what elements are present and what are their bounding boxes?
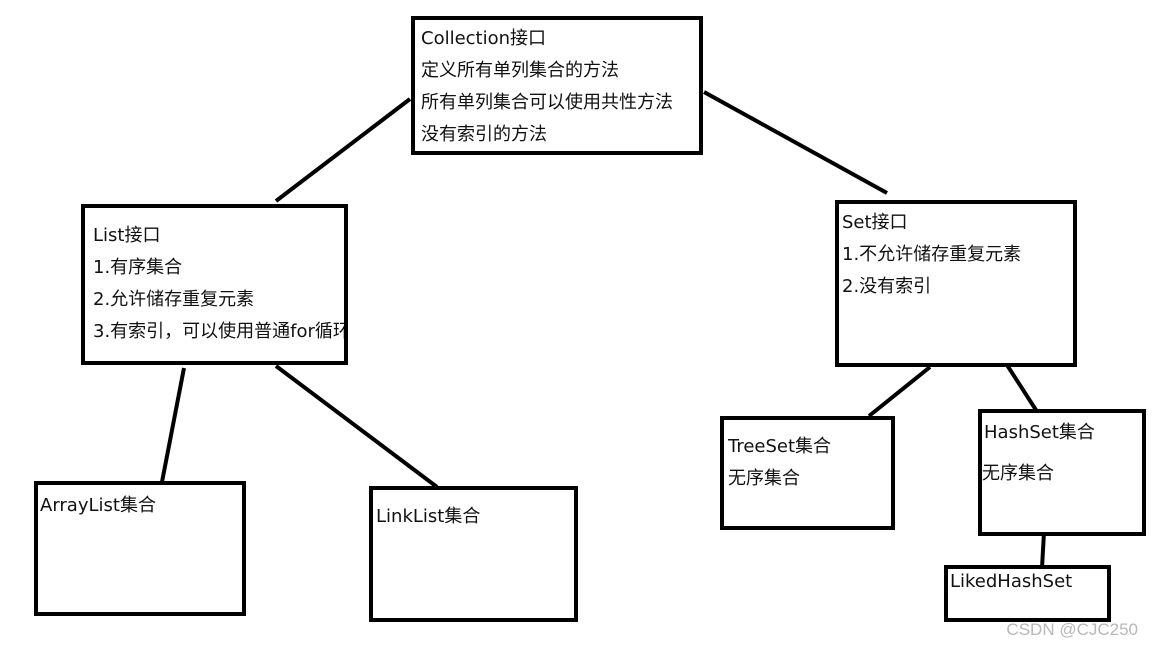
arraylist-title: ArrayList集合 — [40, 495, 156, 516]
list-title: List接口 — [93, 225, 161, 246]
list-line-2: 2.允许储存重复元素 — [93, 289, 255, 310]
collection-title: Collection接口 — [421, 28, 547, 49]
csdn-watermark: CSDN @CJC250 — [1006, 620, 1138, 639]
likedhashset-title: LikedHashSet — [950, 571, 1073, 592]
set-interface-box: Set接口 1.不允许储存重复元素 2.没有索引 — [835, 200, 1077, 367]
set-title: Set接口 — [842, 212, 908, 233]
set-line-2: 2.没有索引 — [842, 276, 932, 297]
list-line-1: 1.有序集合 — [93, 257, 183, 278]
linklist-box: LinkList集合 — [369, 486, 578, 622]
collection-interface-box: Collection接口 定义所有单列集合的方法 所有单列集合可以使用共性方法 … — [411, 16, 703, 155]
collection-line-3: 没有索引的方法 — [421, 124, 547, 145]
edge-collection-set — [703, 90, 888, 195]
likedhashset-box: LikedHashSet — [944, 565, 1111, 622]
collection-line-1: 定义所有单列集合的方法 — [421, 60, 619, 81]
hashset-line-1: 无序集合 — [982, 463, 1054, 484]
linklist-title: LinkList集合 — [376, 506, 481, 527]
edge-hashset-likedhashset — [1040, 531, 1046, 569]
arraylist-box: ArrayList集合 — [34, 481, 246, 616]
edge-collection-list — [274, 97, 412, 203]
treeset-line-1: 无序集合 — [728, 468, 800, 489]
treeset-box: TreeSet集合 无序集合 — [720, 416, 895, 530]
edge-set-hashset — [1005, 363, 1038, 412]
hashset-box: HashSet集合 无序集合 — [978, 409, 1146, 536]
edge-list-linklist — [274, 364, 439, 489]
collection-line-2: 所有单列集合可以使用共性方法 — [421, 92, 673, 113]
set-line-1: 1.不允许储存重复元素 — [842, 244, 1022, 265]
edge-list-arraylist — [160, 367, 186, 483]
list-interface-box: List接口 1.有序集合 2.允许储存重复元素 3.有索引，可以使用普通for… — [81, 204, 348, 365]
edge-set-treeset — [867, 365, 932, 418]
hashset-title: HashSet集合 — [984, 422, 1095, 443]
treeset-title: TreeSet集合 — [728, 436, 832, 457]
list-line-3: 3.有索引，可以使用普通for循环 — [93, 321, 348, 342]
